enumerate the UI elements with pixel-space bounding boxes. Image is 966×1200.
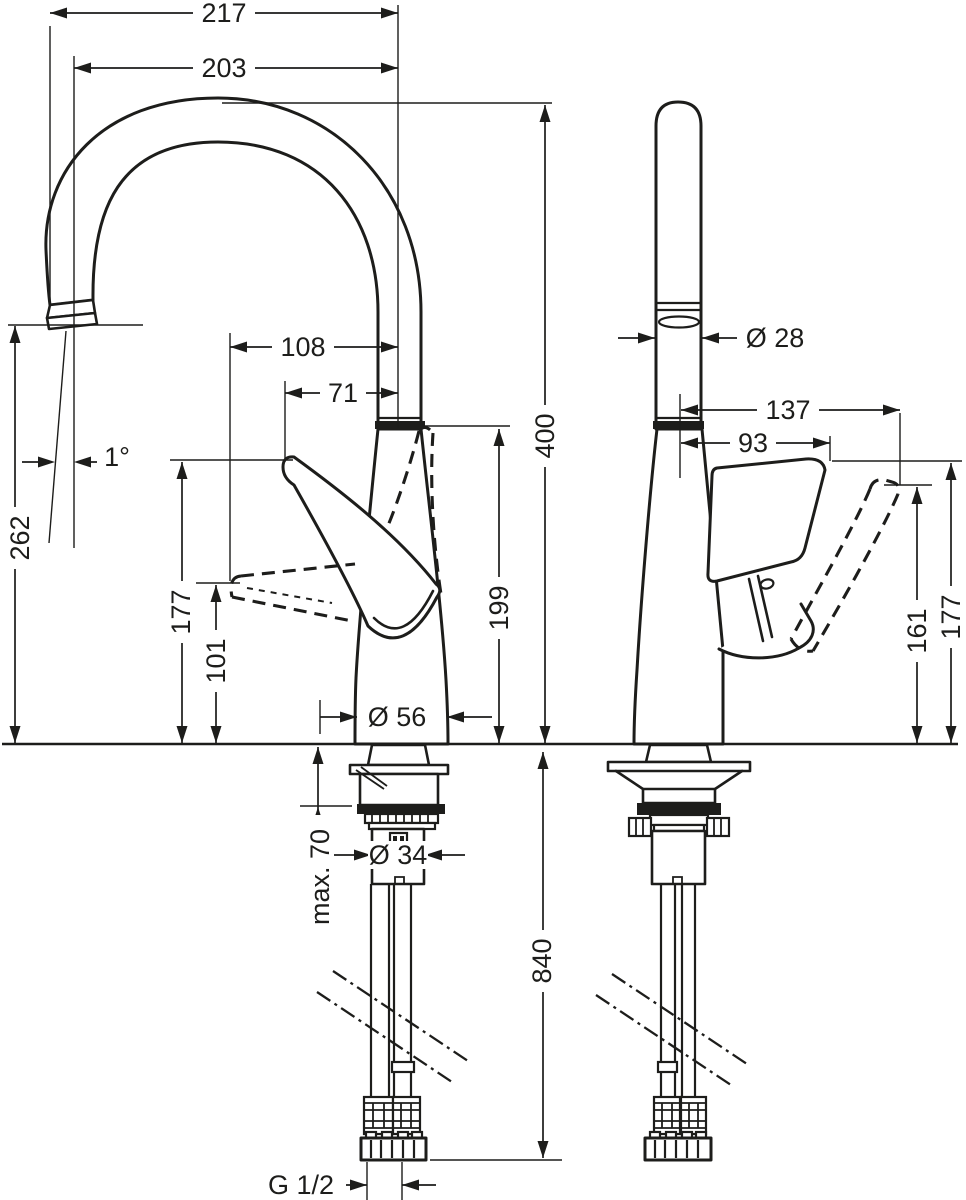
front-hose-coupling	[390, 1060, 416, 1074]
dim-label-262: 262	[5, 507, 35, 569]
dim-label-161: 161	[902, 600, 932, 662]
side-body-outline	[632, 427, 725, 746]
dim-label-angle: 1°	[97, 442, 137, 472]
dim-label-177-side: 177	[936, 586, 966, 648]
front-ribbed-ring	[363, 812, 440, 825]
dim-text-71: 71	[328, 378, 358, 408]
side-bolt-right	[705, 816, 731, 838]
front-mounting-set	[316, 743, 469, 1162]
front-base-neck	[366, 743, 431, 767]
front-fixing-box	[358, 772, 440, 807]
front-connector-nut	[359, 1130, 428, 1162]
side-view	[595, 100, 901, 1162]
extension-lines	[2, 5, 962, 1200]
front-handle-dashed-up	[381, 425, 443, 595]
side-hose-coupling	[656, 1060, 679, 1074]
dim-label-dia56: Ø 56	[359, 702, 435, 732]
side-bracket-arms	[614, 769, 744, 791]
front-handle-cap-seam	[372, 589, 435, 630]
angle-reference-line	[48, 330, 67, 544]
dim-label-400: 400	[530, 405, 560, 467]
side-base-plate	[606, 760, 752, 773]
dim-text-262: 262	[5, 515, 35, 560]
dim-text-161: 161	[902, 608, 932, 653]
dim-text-108: 108	[280, 332, 325, 362]
side-connector-nut	[643, 1130, 713, 1162]
dim-label-137: 137	[757, 395, 819, 425]
dim-text-217: 217	[201, 0, 246, 28]
dim-label-71: 71	[320, 378, 366, 408]
dim-text-max70: max. 70	[305, 829, 335, 925]
front-gasket	[357, 804, 445, 814]
front-joint-band	[375, 421, 425, 429]
side-spout-tube	[654, 100, 703, 431]
dim-text-ghalf: G 1/2	[268, 1170, 334, 1200]
dim-label-199: 199	[484, 577, 514, 639]
dim-label-101: 101	[201, 630, 231, 692]
side-ring	[648, 813, 710, 827]
side-bolt-left	[627, 816, 653, 838]
side-joint-band	[653, 421, 704, 429]
front-hoses	[369, 884, 413, 1100]
side-gasket	[637, 803, 721, 815]
dim-text-203: 203	[201, 53, 246, 83]
side-mounting-set	[595, 743, 752, 1162]
screwdriver-icon	[355, 766, 388, 790]
front-break-lines	[316, 970, 469, 1083]
dim-text-400: 400	[530, 413, 560, 458]
side-break-lines	[595, 973, 748, 1086]
dim-label-dia28: Ø 28	[737, 323, 813, 353]
dim-label-840: 840	[527, 930, 557, 992]
front-handle-dashed-down	[229, 562, 356, 623]
dim-text-840: 840	[527, 938, 557, 983]
dim-label-dia34: Ø 34	[368, 840, 428, 870]
dim-text-101: 101	[201, 638, 231, 683]
front-handle-lever	[281, 455, 442, 640]
side-base-neck	[644, 743, 713, 764]
front-view	[44, 96, 469, 1162]
side-bracket-box	[641, 787, 717, 805]
side-joint-lines	[656, 301, 701, 312]
dim-text-dia28: Ø 28	[746, 323, 805, 353]
dim-text-93: 93	[738, 428, 768, 458]
dim-label-max70: max. 70	[305, 815, 335, 939]
dim-text-dia56: Ø 56	[368, 702, 427, 732]
dim-label-217: 217	[193, 0, 255, 28]
dim-text-177-front: 177	[166, 589, 196, 634]
side-spout-outlet-lens	[657, 315, 701, 329]
dim-text-199: 199	[484, 585, 514, 630]
side-handle-button	[759, 578, 775, 590]
dim-label-203: 203	[193, 53, 255, 83]
dim-text-177-side: 177	[936, 594, 966, 639]
dim-text-angle: 1°	[104, 442, 130, 472]
front-hose-bellows	[362, 1095, 422, 1136]
side-shank	[650, 829, 707, 886]
dim-label-93: 93	[730, 428, 776, 458]
dim-text-dia34: Ø 34	[369, 840, 428, 870]
side-handle-grip	[706, 457, 827, 583]
dim-label-177-front: 177	[166, 581, 196, 643]
dimension-labels: 217 203 108 71 1° 262 177 101 Ø 56 199 4…	[5, 0, 966, 1200]
dimension-lines	[9, 7, 957, 1191]
dim-label-ghalf: G 1/2	[256, 1170, 346, 1200]
dim-text-137: 137	[765, 395, 810, 425]
side-handle-dashed-tilted	[789, 478, 901, 653]
side-hose-bellows	[652, 1095, 708, 1136]
side-hoses	[659, 884, 697, 1100]
dim-label-108: 108	[272, 332, 334, 362]
